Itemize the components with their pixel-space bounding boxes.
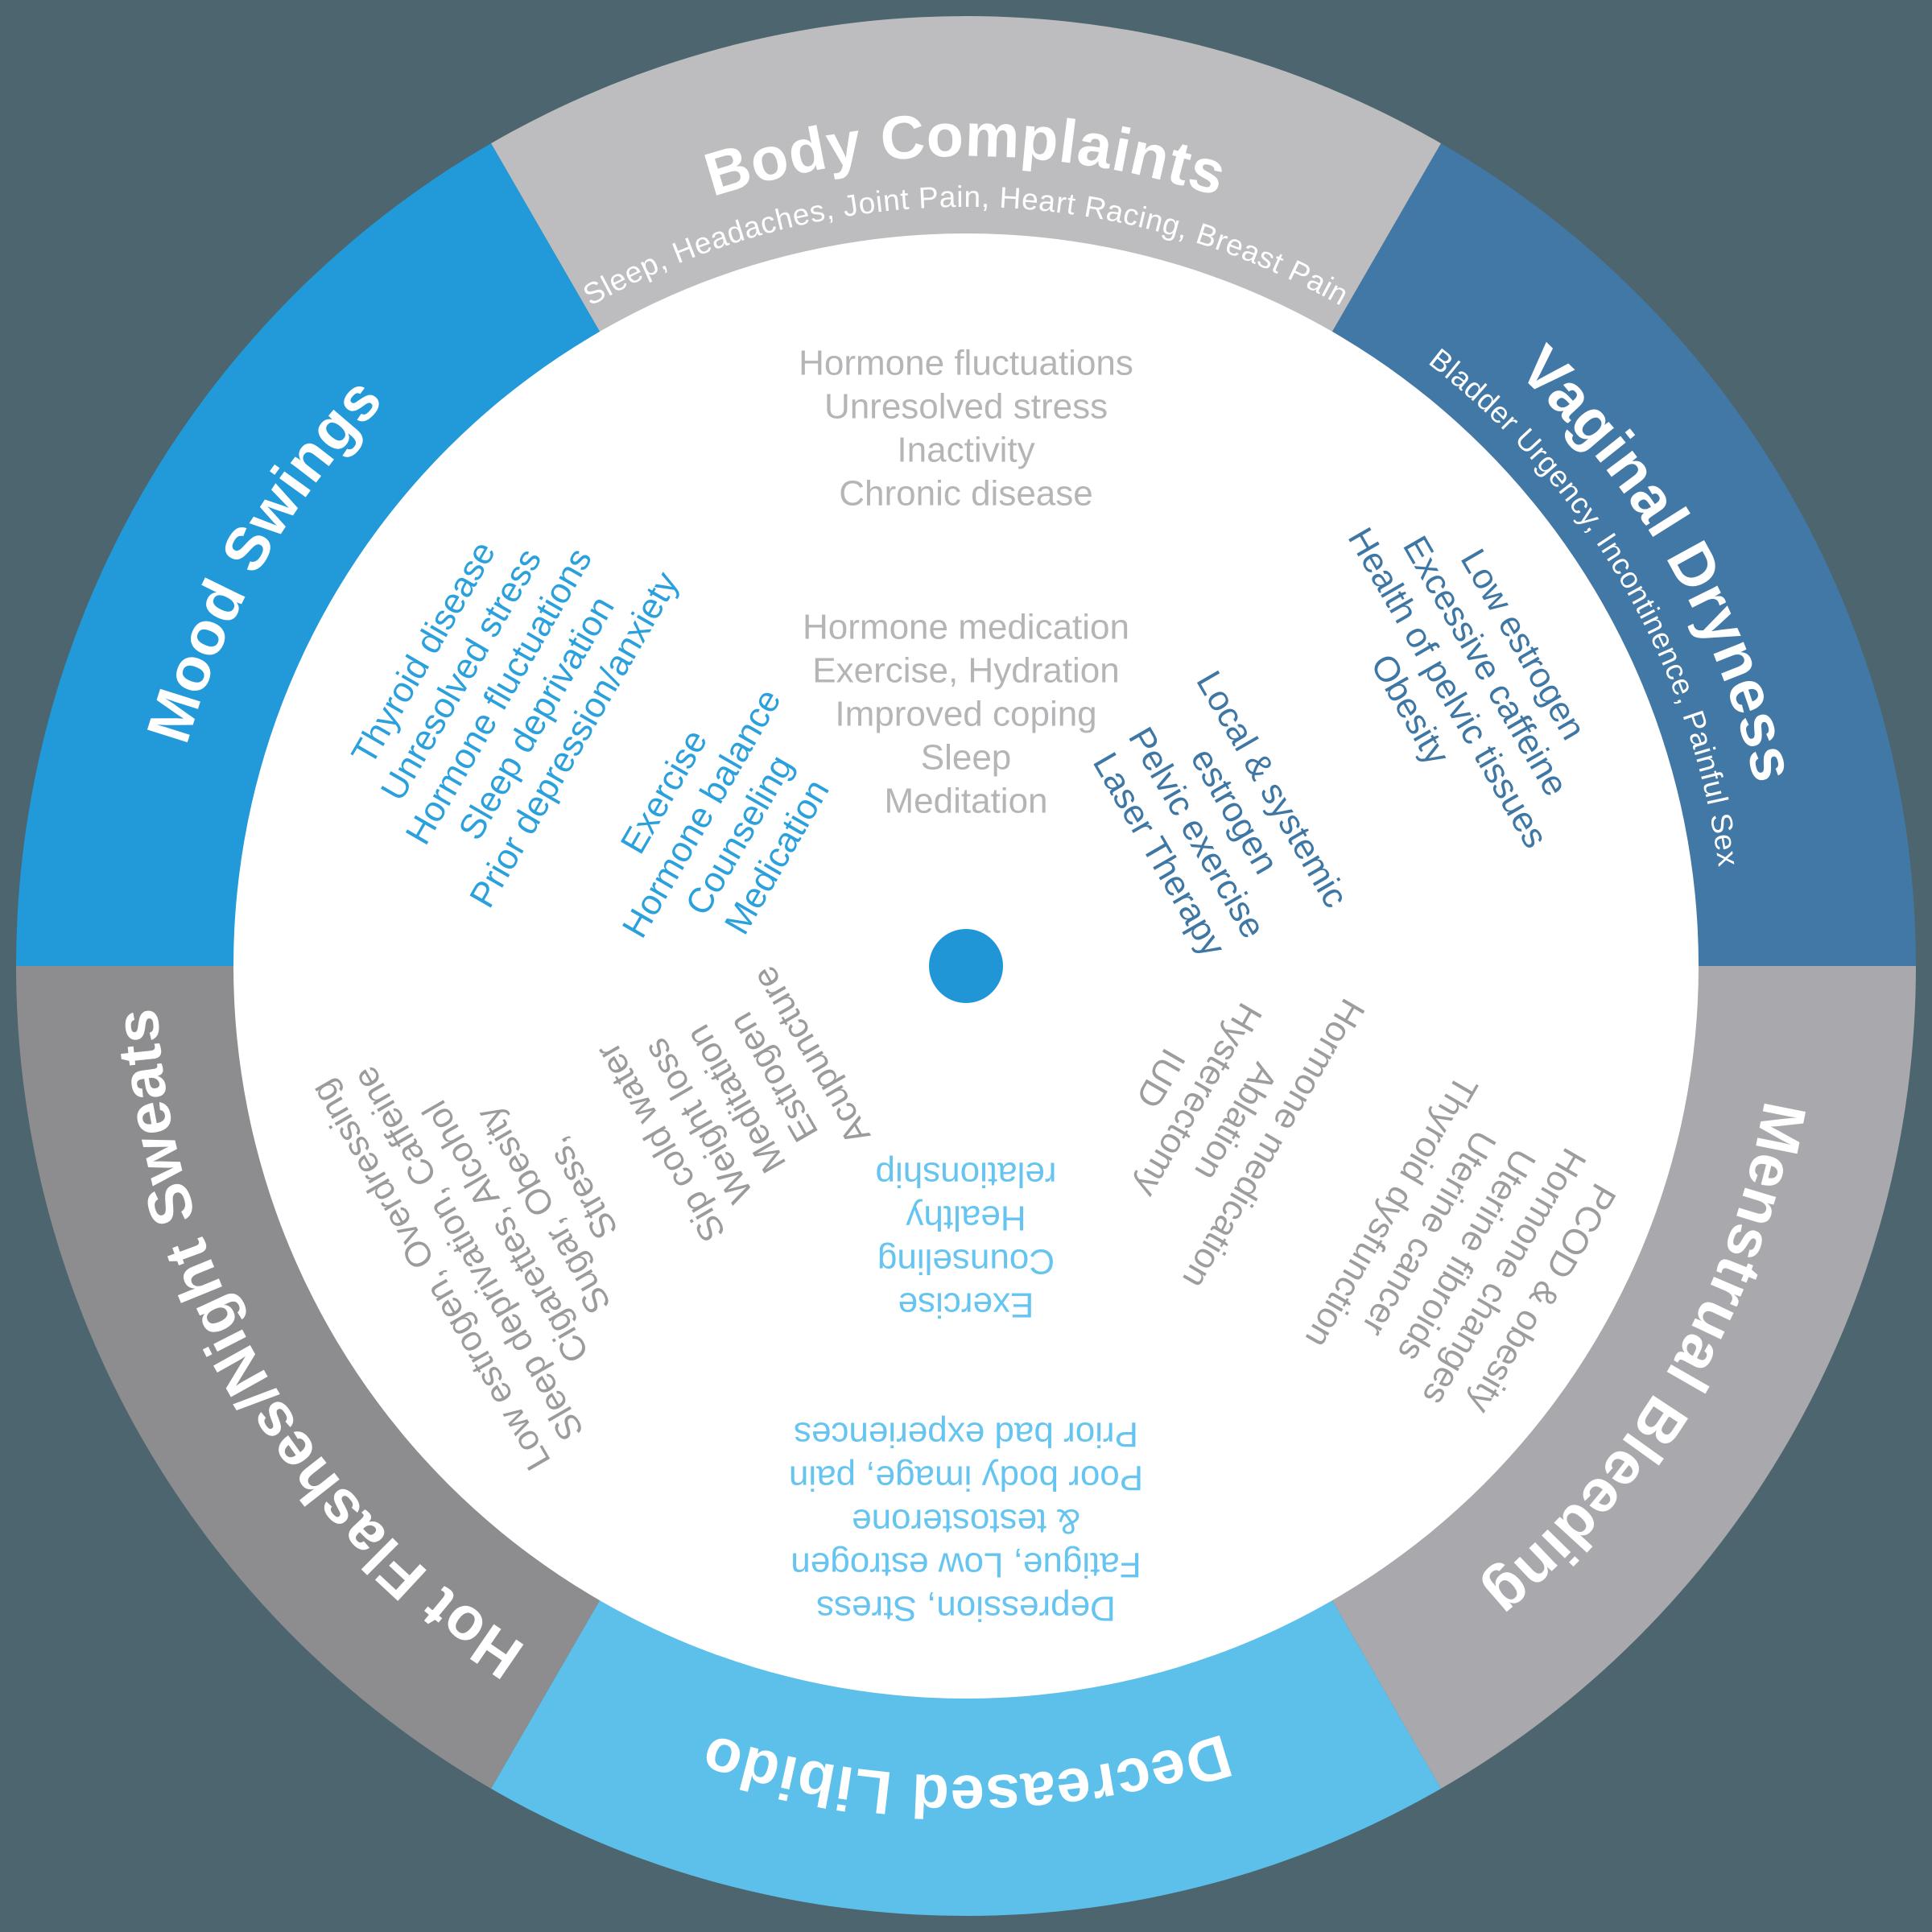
body-complaints-causes-line: Unresolved stress [824,387,1108,427]
body-complaints-causes-line: Hormone fluctuations [799,344,1133,383]
decreased-libido-causes-line: & testosterone [852,1502,1080,1542]
body-complaints-treatments-line: Hormone medication [803,608,1129,647]
decreased-libido-treatments: Exercise Counseling Healthy relationship [875,1155,1056,1325]
body-complaints-treatments-line: Sleep [921,738,1012,778]
decreased-libido-causes-line: Depression, Stress [816,1589,1116,1629]
decreased-libido-causes-line: Poor body image, pain [789,1459,1143,1498]
body-complaints-treatments-line: Improved coping [835,695,1096,734]
decreased-libido-treatments-line: Exercise [898,1286,1034,1325]
body-complaints-causes-line: Inactivity [897,431,1034,470]
decreased-libido-causes-line: Fatigue, Low estrogen [791,1546,1141,1585]
decreased-libido-causes: Depression, Stress Fatigue, Low estrogen &… [789,1415,1143,1629]
decreased-libido-treatments-line: Healthy [906,1199,1026,1238]
center-dot [929,929,1003,1003]
body-complaints-treatments-line: Meditation [884,782,1047,821]
decreased-libido-treatments-line: relationship [875,1155,1056,1195]
body-complaints-causes-line: Chronic disease [839,474,1093,514]
body-complaints-treatments-line: Exercise, Hydration [812,651,1119,691]
decreased-libido-causes-line: Prior bad experiences [794,1415,1138,1455]
decreased-libido-treatments-line: Counseling [877,1242,1055,1282]
